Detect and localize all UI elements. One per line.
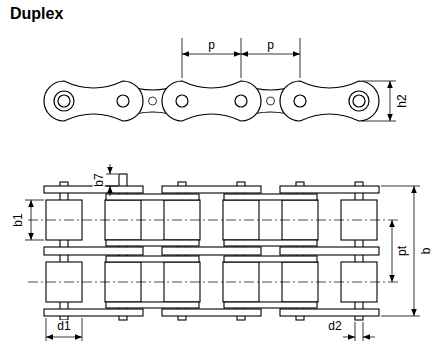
dimension-label: d1 [56, 320, 71, 332]
dimension-label: b7 [93, 172, 105, 187]
bottom-dimensions [25, 164, 420, 341]
dimension-label: p [266, 39, 275, 51]
dimension-label: p [207, 39, 216, 51]
dimension-label: d2 [327, 320, 342, 332]
dimension-label: pt [396, 245, 408, 257]
top-dimensions [182, 38, 396, 121]
chain-title: Duplex [10, 5, 63, 23]
top-view [44, 81, 379, 121]
center-lines [28, 220, 398, 282]
bottom-view [44, 174, 379, 320]
dimension-label: b [420, 247, 432, 256]
dimension-label: b1 [12, 212, 24, 227]
dimension-label: h2 [396, 93, 408, 108]
